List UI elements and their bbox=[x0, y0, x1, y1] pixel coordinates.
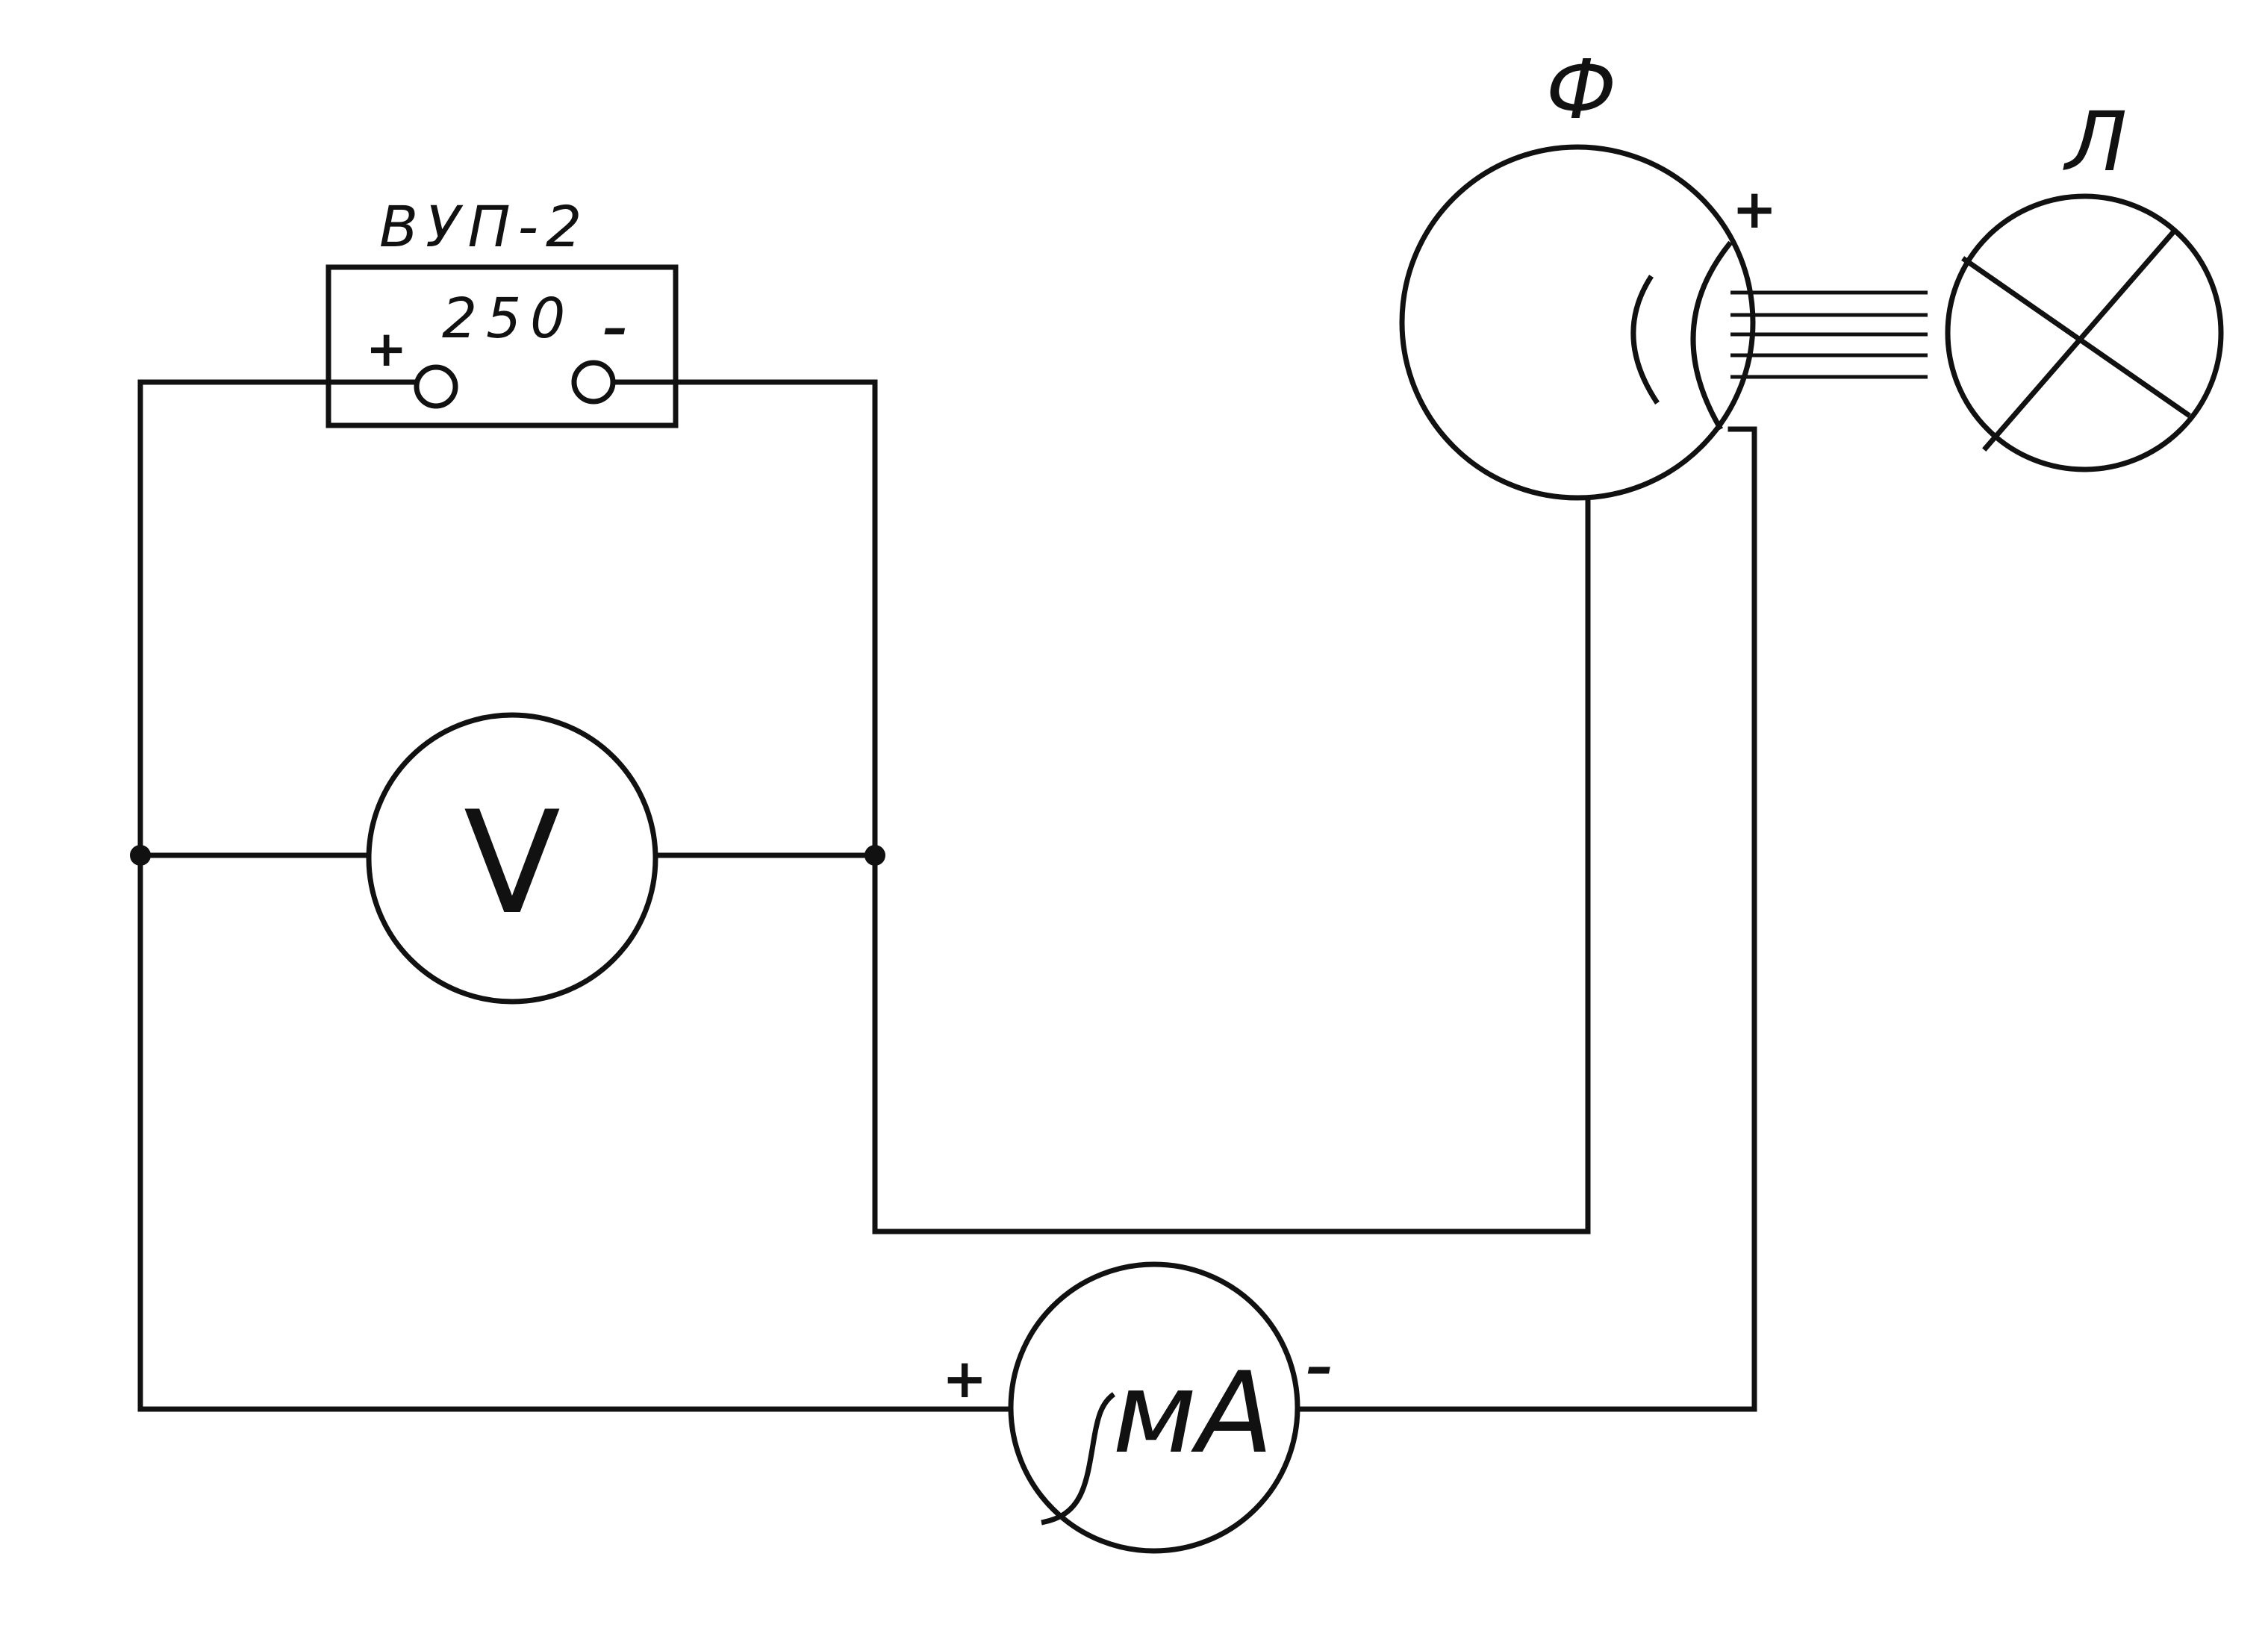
light-beam bbox=[1730, 290, 1928, 379]
voltmeter: V bbox=[366, 712, 658, 1005]
voltmeter-label: V bbox=[464, 781, 561, 946]
photocell-cathode bbox=[1630, 275, 1660, 405]
lamp-label: Л bbox=[2063, 94, 2128, 190]
power-supply: ВУП-2 250 + – bbox=[325, 193, 679, 428]
lamp-cross-line-1 bbox=[1961, 256, 2191, 418]
milliammeter-plus-sign: + bbox=[942, 1347, 987, 1410]
photocell-label: Ф bbox=[1546, 42, 1617, 137]
wires bbox=[137, 342, 1757, 1412]
photocell-bulb bbox=[1399, 144, 1756, 501]
power-supply-voltage: 250 bbox=[442, 287, 574, 351]
power-supply-name: ВУП-2 bbox=[379, 193, 589, 260]
photocell: Ф + bbox=[1399, 42, 1777, 501]
junction-dot-left bbox=[130, 845, 151, 866]
photocell-plus-sign: + bbox=[1732, 178, 1777, 240]
milliammeter-label: мА bbox=[1112, 1349, 1274, 1479]
lamp: Л bbox=[1945, 94, 2224, 472]
junction-dot-right bbox=[864, 845, 885, 866]
milliammeter-circle bbox=[1008, 1261, 1300, 1554]
milliammeter: мА + – bbox=[942, 1261, 1333, 1554]
lamp-cross-line-2 bbox=[1982, 228, 2178, 452]
power-supply-plus-terminal bbox=[414, 364, 458, 409]
milliammeter-minus-sign: – bbox=[1306, 1335, 1333, 1398]
power-supply-minus-sign: – bbox=[603, 299, 628, 357]
photocell-anode bbox=[1690, 240, 1733, 431]
voltmeter-circle bbox=[366, 712, 658, 1005]
milliammeter-needle-stroke bbox=[1041, 1392, 1116, 1526]
power-supply-minus-terminal bbox=[571, 360, 616, 405]
power-supply-box bbox=[325, 264, 679, 428]
power-supply-plus-sign: + bbox=[366, 320, 407, 378]
